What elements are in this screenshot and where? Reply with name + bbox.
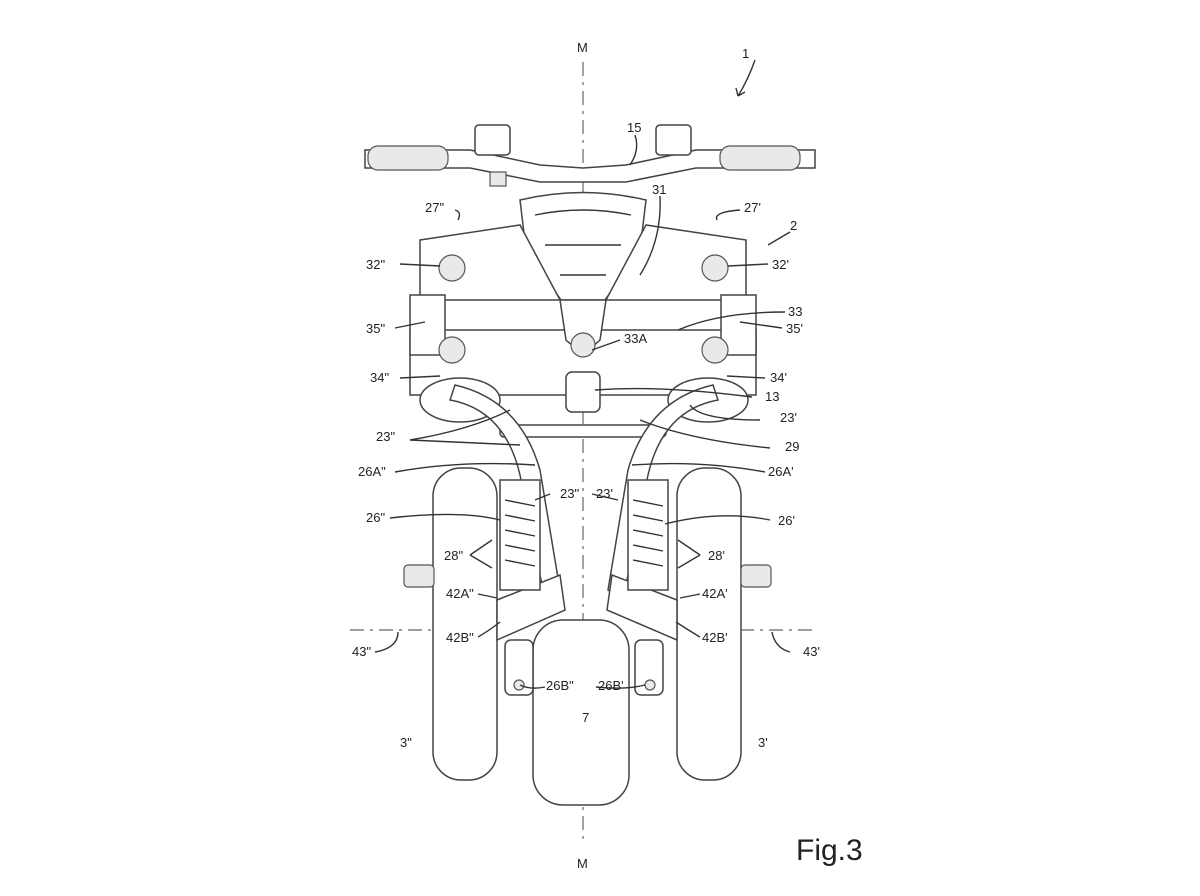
left-lower-pivot bbox=[438, 336, 466, 364]
label-23a-top: 23' bbox=[780, 410, 797, 425]
label-23a-mid: 23' bbox=[596, 486, 613, 501]
label-43b: 43" bbox=[352, 644, 371, 659]
label-29: 29 bbox=[785, 439, 799, 454]
label-7: 7 bbox=[582, 710, 589, 725]
left-grip bbox=[367, 145, 449, 171]
label-42Ab: 42A" bbox=[446, 586, 474, 601]
label-3a: 3' bbox=[758, 735, 768, 750]
label-42Aa: 42A' bbox=[702, 586, 728, 601]
label-26Ba: 26B' bbox=[598, 678, 624, 693]
label-34b: 34" bbox=[370, 370, 389, 385]
label-42Bb: 42B" bbox=[446, 630, 474, 645]
label-26b: 26" bbox=[366, 510, 385, 525]
axis-label-top: M bbox=[577, 40, 588, 55]
label-28a: 28' bbox=[708, 548, 725, 563]
steering-block bbox=[565, 371, 601, 413]
right-shock-absorber bbox=[627, 479, 669, 696]
label-13: 13 bbox=[765, 389, 779, 404]
label-33: 33 bbox=[788, 304, 802, 319]
label-32a: 32' bbox=[772, 257, 789, 272]
label-31: 31 bbox=[652, 182, 666, 197]
right-lower-pivot bbox=[701, 336, 729, 364]
label-23b-mid: 23" bbox=[560, 486, 579, 501]
label-35b: 35" bbox=[366, 321, 385, 336]
label-3b: 3" bbox=[400, 735, 412, 750]
label-33A: 33A bbox=[624, 331, 647, 346]
label-34a: 34' bbox=[770, 370, 787, 385]
left-shock-absorber bbox=[499, 479, 541, 696]
front-center-wheel bbox=[532, 619, 630, 806]
handlebar bbox=[364, 124, 816, 187]
label-27b: 27" bbox=[425, 200, 444, 215]
right-grip bbox=[719, 145, 801, 171]
leader-lines bbox=[374, 59, 791, 689]
label-23b-top: 23" bbox=[376, 429, 395, 444]
label-2: 2 bbox=[790, 218, 797, 233]
label-26Ab: 26A" bbox=[358, 464, 386, 479]
reference-labels: M M Fig.3 1 15 31 2 27" 27' 32" 32' 33 3… bbox=[352, 40, 863, 871]
label-28b: 28" bbox=[444, 548, 463, 563]
label-32b: 32" bbox=[366, 257, 385, 272]
label-42Ba: 42B' bbox=[702, 630, 728, 645]
label-26Aa: 26A' bbox=[768, 464, 794, 479]
right-upper-pivot bbox=[701, 254, 729, 282]
label-26a: 26' bbox=[778, 513, 795, 528]
left-upper-pivot bbox=[438, 254, 466, 282]
figure-caption: Fig.3 bbox=[796, 834, 863, 867]
lower-crossbar bbox=[409, 329, 757, 396]
right-wheel bbox=[676, 467, 742, 781]
left-footrest bbox=[403, 564, 435, 588]
label-27a: 27' bbox=[744, 200, 761, 215]
central-pivot bbox=[570, 332, 596, 358]
axis-label-bottom: M bbox=[577, 856, 588, 871]
label-35a: 35' bbox=[786, 321, 803, 336]
label-26Bb: 26B" bbox=[546, 678, 574, 693]
label-43a: 43' bbox=[803, 644, 820, 659]
right-master-cylinder bbox=[655, 124, 692, 156]
left-master-cylinder bbox=[474, 124, 511, 156]
upper-crossbar bbox=[419, 224, 747, 301]
label-1: 1 bbox=[742, 46, 749, 61]
label-15: 15 bbox=[627, 120, 641, 135]
right-footrest bbox=[740, 564, 772, 588]
